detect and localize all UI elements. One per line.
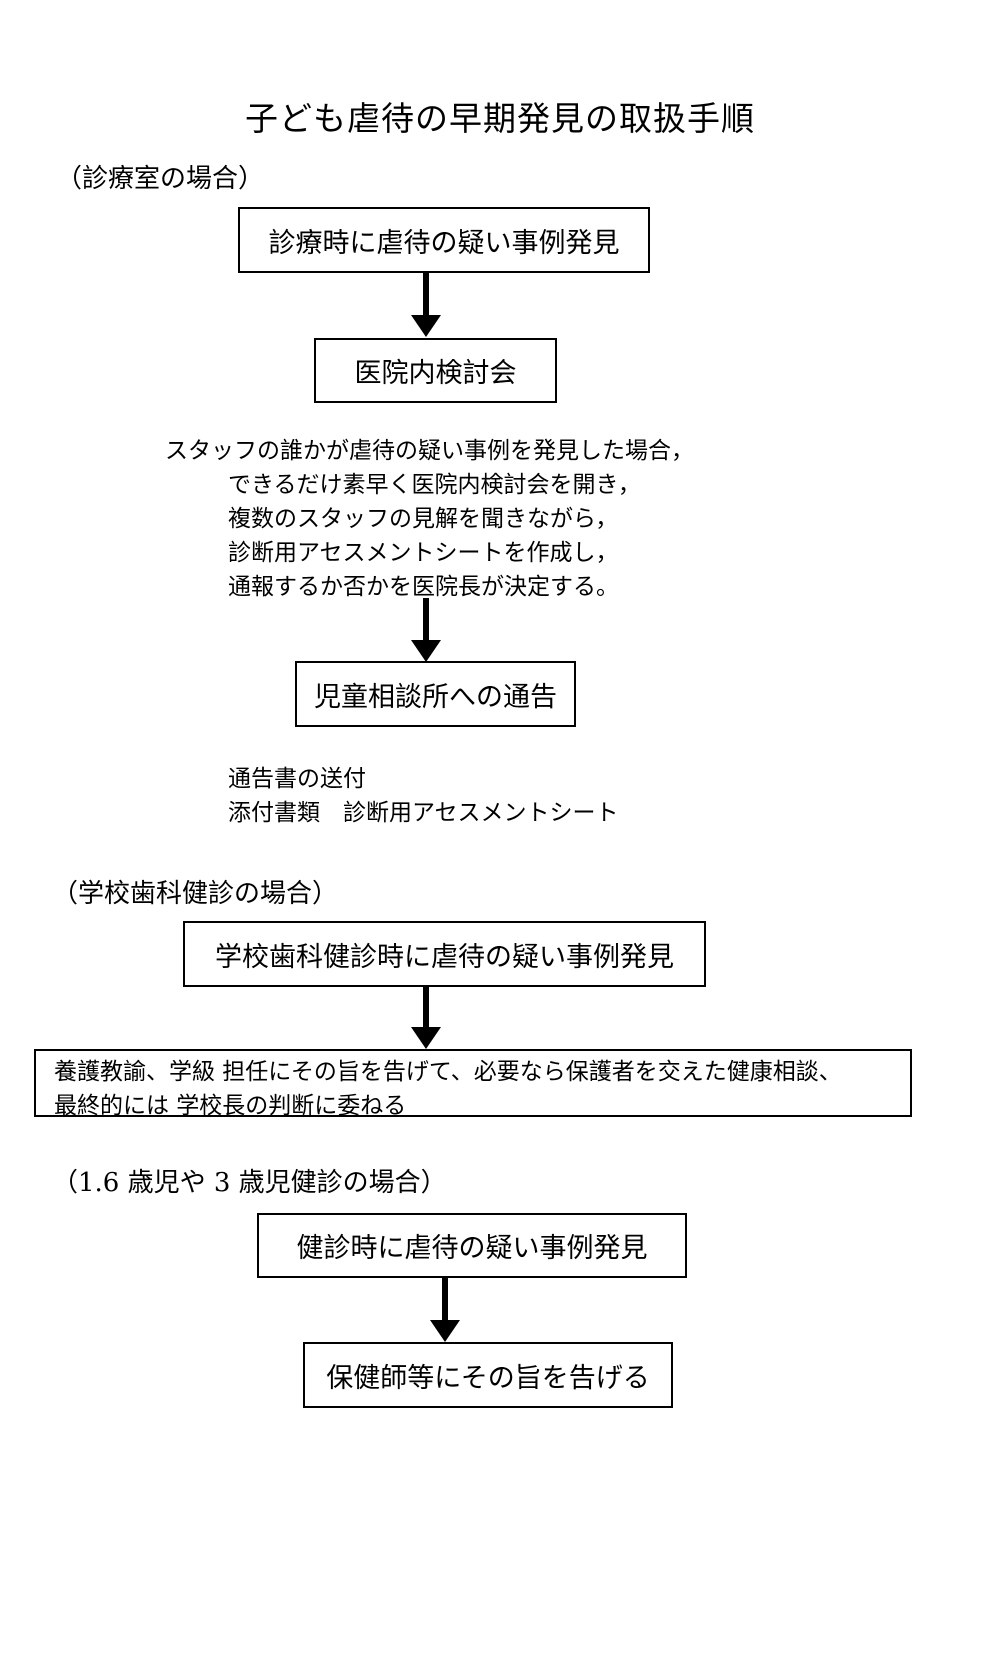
page-title: 子ども虐待の早期発見の取扱手順: [245, 99, 755, 138]
clinic-report-box: 児童相談所への通告: [295, 661, 576, 727]
school-section-heading: （学校歯科健診の場合）: [52, 879, 339, 909]
school-action-line-2: 最終的には 学校長の判断に委ねる: [54, 1093, 407, 1119]
clinic-note-line-5: 通報するか否かを医院長が決定する。: [228, 574, 619, 600]
school-arrow: [411, 987, 441, 1049]
checkup-arrow: [430, 1278, 460, 1342]
checkup-discovery-box: 健診時に虐待の疑い事例発見: [257, 1213, 687, 1278]
clinic-arrow-1: [411, 273, 441, 337]
clinic-note-line-1: スタッフの誰かが虐待の疑い事例を発見した場合，: [165, 438, 694, 464]
clinic-after-line-2: 添付書類 診断用アセスメントシート: [228, 800, 619, 826]
clinic-section-heading: （診療室の場合）: [56, 164, 265, 194]
school-action-box: 養護教諭、学級 担任にその旨を告げて、必要なら保護者を交えた健康相談、 最終的に…: [34, 1049, 912, 1119]
clinic-discovery-box: 診療時に虐待の疑い事例発見: [238, 207, 650, 273]
clinic-note-line-4: 診断用アセスメントシートを作成し，: [228, 540, 619, 566]
checkup-section-heading: （1.6 歳児や 3 歳児健診の場合）: [52, 1168, 447, 1198]
clinic-arrow-2: [411, 598, 441, 662]
clinic-note-line-2: できるだけ素早く医院内検討会を開き，: [228, 472, 641, 498]
clinic-note-line-3: 複数のスタッフの見解を聞きながら，: [228, 506, 619, 532]
clinic-after-line-1: 通告書の送付: [228, 766, 366, 792]
checkup-notify-box: 保健師等にその旨を告げる: [303, 1342, 673, 1408]
clinic-review-meeting-box: 医院内検討会: [314, 338, 557, 403]
school-action-line-1: 養護教諭、学級 担任にその旨を告げて、必要なら保護者を交えた健康相談、: [54, 1059, 842, 1085]
school-discovery-box: 学校歯科健診時に虐待の疑い事例発見: [183, 921, 706, 987]
